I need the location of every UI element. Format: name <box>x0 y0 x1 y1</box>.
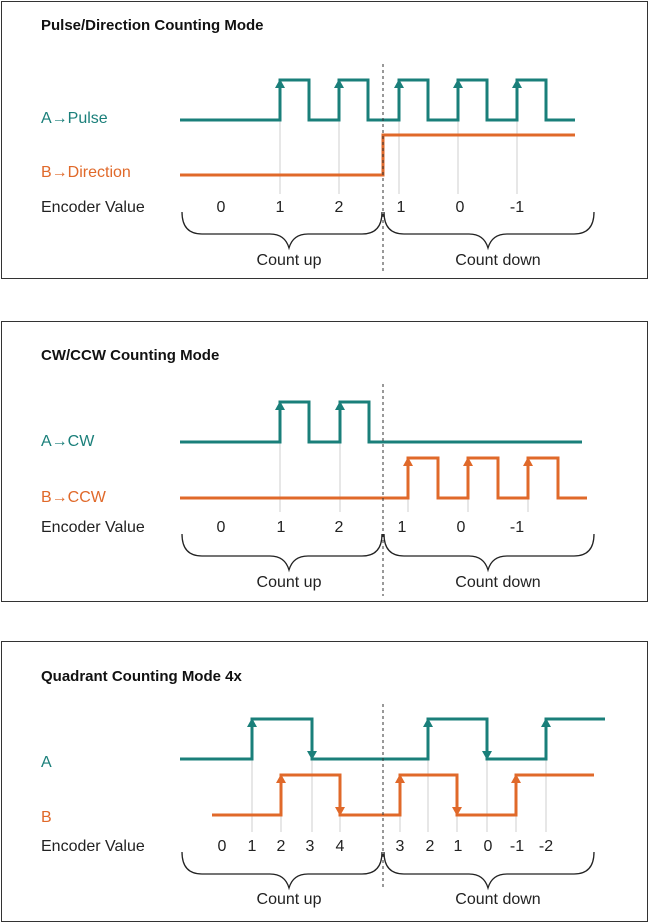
encoder-value: 1 <box>248 838 257 855</box>
rising-edge-arrow <box>394 79 404 88</box>
encoder-value: 1 <box>397 199 406 216</box>
rising-edge-arrow <box>511 774 521 783</box>
panel-title: Pulse/Direction Counting Mode <box>41 17 264 34</box>
encoder-value-label: Encoder Value <box>41 199 145 216</box>
cw-ccw-panel: CW/CCW Counting Mode A→CW B→CCW Encoder … <box>1 321 648 602</box>
signal-a-label: A <box>41 754 52 771</box>
encoder-value: 0 <box>456 199 465 216</box>
encoder-value: 0 <box>217 519 226 536</box>
rising-edge-arrow <box>275 401 285 410</box>
panel-title: CW/CCW Counting Mode <box>41 347 219 364</box>
rising-edge-arrow <box>463 457 473 466</box>
count-up-label: Count up <box>257 574 322 591</box>
encoder-value: 2 <box>335 199 344 216</box>
encoder-value: 3 <box>306 838 315 855</box>
encoder-value: 0 <box>457 519 466 536</box>
encoder-value-label: Encoder Value <box>41 838 145 855</box>
encoder-value: 3 <box>396 838 405 855</box>
panel-title: Quadrant Counting Mode 4x <box>41 668 242 685</box>
rising-edge-arrow <box>453 79 463 88</box>
signal-b-label: B→Direction <box>41 164 131 181</box>
encoder-value: 0 <box>484 838 493 855</box>
encoder-value: 0 <box>217 199 226 216</box>
count-up-brace <box>181 533 383 573</box>
pulse-direction-panel: Pulse/Direction Counting Mode A→Pulse B→… <box>1 1 648 279</box>
quadrant-4x-panel: Quadrant Counting Mode 4x A B Encoder Va… <box>1 641 648 922</box>
signal-a-label: A→Pulse <box>41 110 108 127</box>
signal-a-waveform <box>180 717 605 761</box>
count-down-brace <box>383 211 595 251</box>
signal-b-waveform <box>180 456 587 500</box>
falling-edge-arrow <box>307 751 317 760</box>
signal-b-label: B <box>41 809 52 826</box>
count-down-label: Count down <box>455 891 540 908</box>
falling-edge-arrow <box>452 807 462 816</box>
encoder-value: -1 <box>510 838 524 855</box>
rising-edge-arrow <box>247 718 257 727</box>
encoder-value: 1 <box>454 838 463 855</box>
encoder-value: 2 <box>277 838 286 855</box>
rising-edge-arrow <box>403 457 413 466</box>
rising-edge-arrow <box>541 718 551 727</box>
rising-edge-arrow <box>335 401 345 410</box>
count-down-brace <box>383 533 595 573</box>
encoder-value: 1 <box>276 199 285 216</box>
count-down-label: Count down <box>455 252 540 269</box>
signal-b-label: B→CCW <box>41 489 107 506</box>
rising-edge-arrow <box>523 457 533 466</box>
count-up-brace <box>181 211 383 251</box>
signal-b-waveform <box>180 133 575 177</box>
falling-edge-arrow <box>482 751 492 760</box>
encoder-value: 1 <box>398 519 407 536</box>
encoder-value: -1 <box>510 519 524 536</box>
rising-edge-arrow <box>334 79 344 88</box>
signal-a-waveform <box>180 78 575 122</box>
count-up-label: Count up <box>257 891 322 908</box>
rising-edge-arrow <box>512 79 522 88</box>
encoder-value: 2 <box>335 519 344 536</box>
rising-edge-arrow <box>276 774 286 783</box>
encoder-value: -2 <box>539 838 553 855</box>
encoder-value-label: Encoder Value <box>41 519 145 536</box>
count-up-brace <box>181 851 383 891</box>
cw-ccw-diagram: CW/CCW Counting Mode A→CW B→CCW Encoder … <box>41 347 595 596</box>
encoder-value: 2 <box>426 838 435 855</box>
rising-edge-arrow <box>423 718 433 727</box>
encoder-value: 4 <box>336 838 345 855</box>
falling-edge-arrow <box>335 807 345 816</box>
encoder-value: -1 <box>510 199 524 216</box>
signal-a-label: A→CW <box>41 433 95 450</box>
count-up-label: Count up <box>257 252 322 269</box>
rising-edge-arrow <box>275 79 285 88</box>
rising-edge-arrow <box>395 774 405 783</box>
encoder-value: 1 <box>277 519 286 536</box>
signal-a-waveform <box>180 400 582 444</box>
pulse-direction-diagram: Pulse/Direction Counting Mode A→Pulse B→… <box>41 17 595 272</box>
encoder-value: 0 <box>218 838 227 855</box>
count-down-brace <box>383 851 595 891</box>
quadrant-4x-diagram: Quadrant Counting Mode 4x A B Encoder Va… <box>41 668 605 908</box>
count-down-label: Count down <box>455 574 540 591</box>
